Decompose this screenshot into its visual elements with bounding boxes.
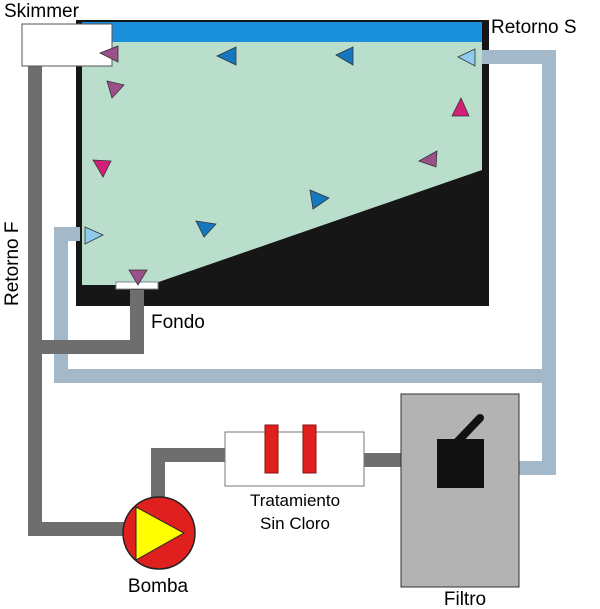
label-sin-cloro: Sin Cloro [260, 514, 330, 533]
treatment-band-left [264, 424, 279, 474]
filter-body [400, 393, 520, 588]
suction-pipe-skimmer [28, 62, 125, 536]
triangle-arrow-icon [99, 45, 119, 63]
treatment-body [224, 431, 365, 487]
triangle-arrow-icon [216, 46, 237, 66]
triangle-arrow-icon [451, 97, 470, 117]
triangle-arrow-icon [128, 269, 148, 286]
triangle-arrow-icon [92, 159, 112, 178]
label-bomba: Bomba [128, 576, 189, 597]
flow-arrows [84, 45, 476, 286]
label-retorno-s: Retorno S [491, 17, 577, 38]
label-tratamiento: Tratamiento [250, 491, 340, 510]
pool-water [82, 38, 482, 285]
label-fondo: Fondo [151, 312, 205, 333]
triangle-arrow-icon [106, 80, 125, 99]
triangle-arrow-icon [195, 220, 217, 238]
treatment-band-right [302, 424, 317, 474]
suction-pipe-drain [35, 290, 144, 354]
triangle-arrow-icon [418, 150, 438, 168]
return-pipe-floor [54, 227, 549, 383]
valve-icon [437, 414, 484, 488]
pool [76, 20, 489, 306]
pump-to-treatment-pipe [151, 448, 226, 498]
filter [400, 393, 520, 588]
label-retorno-f: Retorno F [2, 222, 23, 306]
skimmer-box [21, 23, 113, 67]
treatment-unit [224, 424, 365, 487]
triangle-arrow-icon [84, 226, 104, 245]
triangle-arrow-icon [457, 48, 476, 67]
labels: Skimmer Retorno S Retorno F Fondo Tratam… [2, 1, 577, 609]
water-surface [82, 22, 482, 42]
label-filtro: Filtro [444, 589, 486, 609]
triangle-arrow-icon [335, 46, 354, 66]
label-skimmer: Skimmer [4, 1, 80, 22]
triangle-arrow-icon [309, 189, 330, 210]
pump-icon [122, 496, 196, 570]
